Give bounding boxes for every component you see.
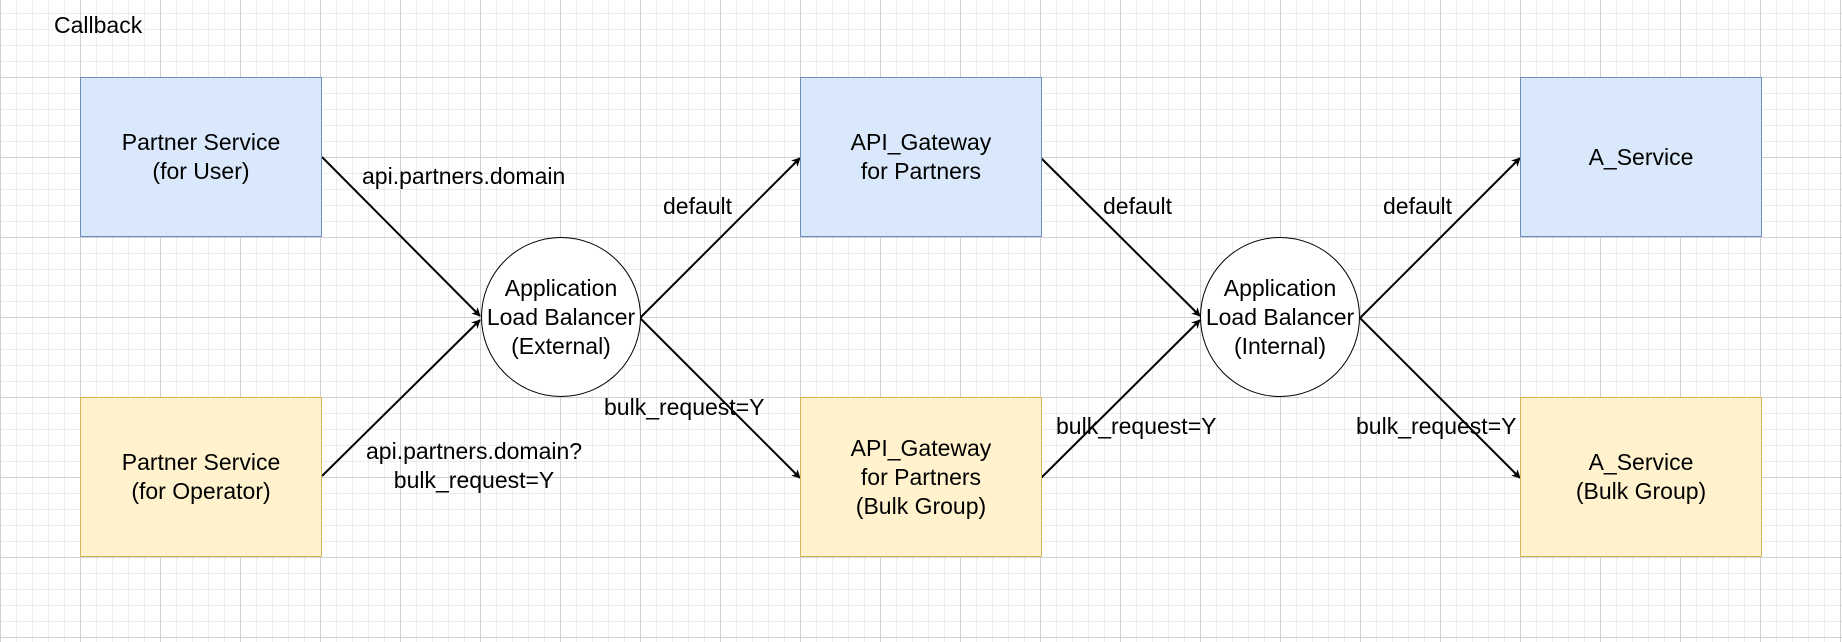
node-api-gateway-bulk[interactable]: API_Gateway for Partners (Bulk Group) [800,397,1042,557]
edge-operator-to-alb-external[interactable] [321,319,481,477]
edge-label-alb-ext-default: default [663,193,733,219]
edge-user-to-alb-external[interactable] [321,156,481,317]
node-api-gateway[interactable]: API_Gateway for Partners [800,77,1042,237]
edge-label-gw-default: default [1103,193,1173,219]
node-alb-external[interactable]: Application Load Balancer (External) [481,237,641,397]
edge-label-user-to-alb: api.partners.domain [362,163,566,189]
edge-alb-internal-to-a-service[interactable] [1359,157,1521,319]
edge-alb-external-to-gateway-bulk[interactable] [639,317,801,479]
edge-gateway-bulk-to-alb-internal[interactable] [1040,319,1201,479]
diagram-title: Callback [54,12,143,38]
edge-label-alb-int-default: default [1383,193,1453,219]
edge-label-operator-to-alb: api.partners.domain? bulk_request=Y [366,438,583,493]
edge-gateway-to-alb-internal[interactable] [1040,157,1201,317]
node-partner-service-operator[interactable]: Partner Service (for Operator) [80,397,322,557]
edge-alb-internal-to-a-service-bulk[interactable] [1359,317,1521,479]
node-partner-service-user[interactable]: Partner Service (for User) [80,77,322,237]
edge-alb-external-to-gateway[interactable] [639,157,801,319]
edge-label-alb-ext-bulk: bulk_request=Y [604,394,765,420]
node-a-service[interactable]: A_Service [1520,77,1762,237]
edge-label-gw-bulk: bulk_request=Y [1056,413,1217,439]
node-a-service-bulk[interactable]: A_Service (Bulk Group) [1520,397,1762,557]
edge-label-alb-int-bulk: bulk_request=Y [1356,413,1517,439]
node-alb-internal[interactable]: Application Load Balancer (Internal) [1200,237,1360,397]
